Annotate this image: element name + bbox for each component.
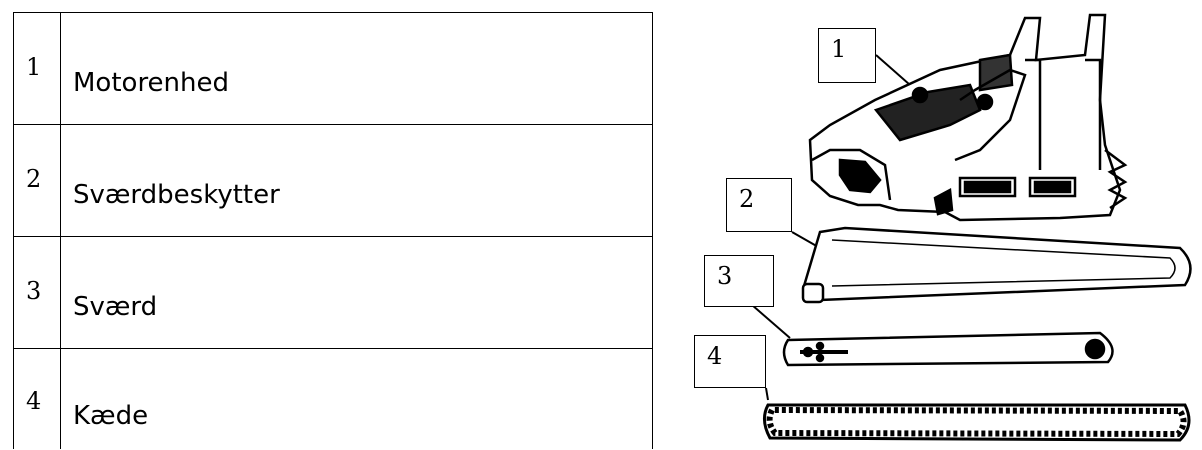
table-row: 3 Sværd bbox=[14, 237, 653, 349]
callout-2: 2 bbox=[726, 178, 792, 232]
part-name-cell: Motorenhed bbox=[61, 13, 653, 125]
part-number-cell: 2 bbox=[14, 125, 61, 237]
guide-bar-drawing bbox=[784, 333, 1113, 365]
callout-3: 3 bbox=[704, 255, 774, 307]
part-number: 1 bbox=[14, 13, 60, 81]
part-name: Kæde bbox=[61, 349, 652, 431]
leader-line-4 bbox=[766, 388, 768, 400]
part-name-cell: Kæde bbox=[61, 349, 653, 450]
chainsaw-parts-figure: 1 2 3 4 bbox=[680, 0, 1202, 450]
part-name: Sværdbeskytter bbox=[61, 125, 652, 210]
table-row: 1 Motorenhed bbox=[14, 13, 653, 125]
part-name: Sværd bbox=[61, 237, 652, 322]
bar-guard-drawing bbox=[803, 228, 1190, 302]
part-number: 2 bbox=[14, 125, 60, 193]
callout-4: 4 bbox=[694, 335, 766, 388]
part-number-cell: 3 bbox=[14, 237, 61, 349]
part-number-cell: 1 bbox=[14, 13, 61, 125]
part-number: 3 bbox=[14, 237, 60, 305]
table-row: 2 Sværdbeskytter bbox=[14, 125, 653, 237]
callout-1: 1 bbox=[818, 28, 876, 83]
chain-drawing bbox=[764, 405, 1189, 440]
part-number: 4 bbox=[14, 349, 60, 415]
part-number-cell: 4 bbox=[14, 349, 61, 450]
parts-table: 1 Motorenhed 2 Sværdbeskytter 3 Sværd 4 … bbox=[13, 12, 653, 449]
part-name: Motorenhed bbox=[61, 13, 652, 98]
part-name-cell: Sværdbeskytter bbox=[61, 125, 653, 237]
table-row: 4 Kæde bbox=[14, 349, 653, 450]
part-name-cell: Sværd bbox=[61, 237, 653, 349]
